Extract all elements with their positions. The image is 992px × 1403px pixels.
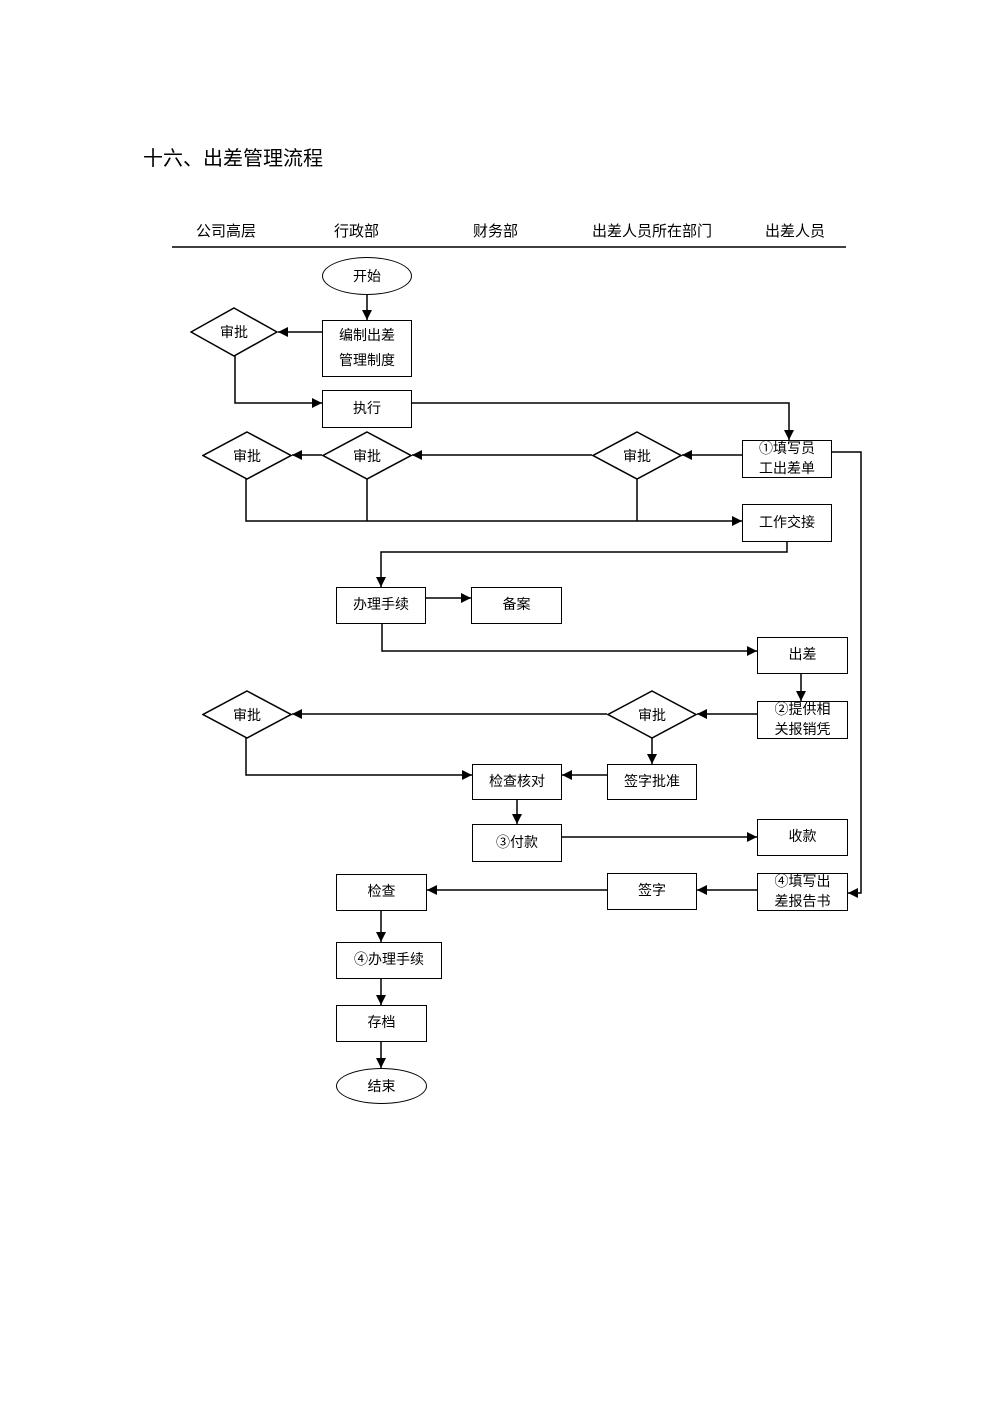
arrow-handover-procedure xyxy=(376,541,788,587)
report-line-2: 差报告书 xyxy=(774,894,831,910)
approve-label: 审批 xyxy=(220,325,248,341)
start-label: 开始 xyxy=(353,269,381,285)
record-box: 备案 xyxy=(471,587,562,624)
approve-diamond-admin: 审批 xyxy=(322,431,412,480)
archive-box: 存档 xyxy=(336,1005,427,1042)
approve-diamond-senior-1: 审批 xyxy=(190,307,278,357)
payment-label: ③付款 xyxy=(496,834,538,851)
start-terminal: 开始 xyxy=(322,257,412,295)
inspect-label: 检查 xyxy=(367,884,396,900)
payment-box: ③付款 xyxy=(472,824,562,862)
execute-label: 执行 xyxy=(353,400,381,417)
arrow-procedure-trip xyxy=(381,623,757,656)
voucher-line-1: ②提供相 xyxy=(774,702,831,718)
compile-line-1: 编制出差 xyxy=(339,327,395,344)
approve-label: 审批 xyxy=(233,448,261,465)
sign-label: 签字 xyxy=(638,883,666,899)
approve-label: 审批 xyxy=(353,448,381,465)
approve-label: 审批 xyxy=(233,707,261,724)
verify-label: 检查核对 xyxy=(489,773,545,790)
end-terminal: 结束 xyxy=(336,1068,427,1104)
approve-diamond-dept-2: 审批 xyxy=(607,690,697,739)
lane-traveler: 出差人员 xyxy=(765,222,826,240)
trip-label: 出差 xyxy=(788,647,817,663)
compile-line-2: 管理制度 xyxy=(339,352,395,369)
fill-report-box: ④填写出差报告书 xyxy=(757,873,848,911)
voucher-line-2: 关报销凭 xyxy=(774,722,831,738)
end-label: 结束 xyxy=(367,1079,396,1095)
verify-box: 检查核对 xyxy=(472,764,562,800)
record-label: 备案 xyxy=(502,597,531,613)
page-title: 十六、出差管理流程 xyxy=(143,146,323,170)
sign-approve-label: 签字批准 xyxy=(624,773,680,790)
trip-box: 出差 xyxy=(757,637,848,674)
arrow-approve-execute xyxy=(234,356,322,408)
report-line-1: ④填写出 xyxy=(774,874,831,890)
lane-senior-management: 公司高层 xyxy=(196,222,257,240)
fill-form-line-2: 工出差单 xyxy=(759,461,815,477)
procedure-box: 办理手续 xyxy=(336,587,426,624)
approve-diamond-dept-1: 审批 xyxy=(592,431,682,480)
arrow-execute-fillform xyxy=(412,402,794,440)
lane-traveler-dept: 出差人员所在部门 xyxy=(592,222,713,240)
handover-box: 工作交接 xyxy=(742,504,832,542)
arrow-fillform-report xyxy=(832,451,862,898)
approve-label: 审批 xyxy=(623,448,651,465)
arrow-approvals-handover xyxy=(245,479,742,526)
sign-box: 签字 xyxy=(607,873,697,910)
lane-admin-dept: 行政部 xyxy=(334,222,380,240)
receive-box: 收款 xyxy=(757,819,848,856)
sign-approve-box: 签字批准 xyxy=(607,764,697,800)
inspect-box: 检查 xyxy=(336,874,427,911)
compile-policy-box: 编制出差管理制度 xyxy=(322,320,412,377)
arrow-senior-verify xyxy=(245,738,472,780)
handover-label: 工作交接 xyxy=(759,514,815,531)
procedure2-box: ④办理手续 xyxy=(336,942,442,979)
fill-form-line-1: ①填写员 xyxy=(759,441,815,457)
procedure-label: 办理手续 xyxy=(353,597,409,613)
archive-label: 存档 xyxy=(367,1015,396,1031)
fill-form-box: ①填写员工出差单 xyxy=(742,440,832,478)
approve-diamond-senior-2: 审批 xyxy=(202,431,292,480)
execute-box: 执行 xyxy=(322,390,412,428)
lane-finance-dept: 财务部 xyxy=(473,222,519,240)
approve-diamond-senior-3: 审批 xyxy=(202,690,292,739)
approve-label: 审批 xyxy=(638,707,666,724)
receive-label: 收款 xyxy=(788,829,817,845)
procedure2-label: ④办理手续 xyxy=(354,952,424,968)
provide-voucher-box: ②提供相关报销凭 xyxy=(757,701,848,739)
